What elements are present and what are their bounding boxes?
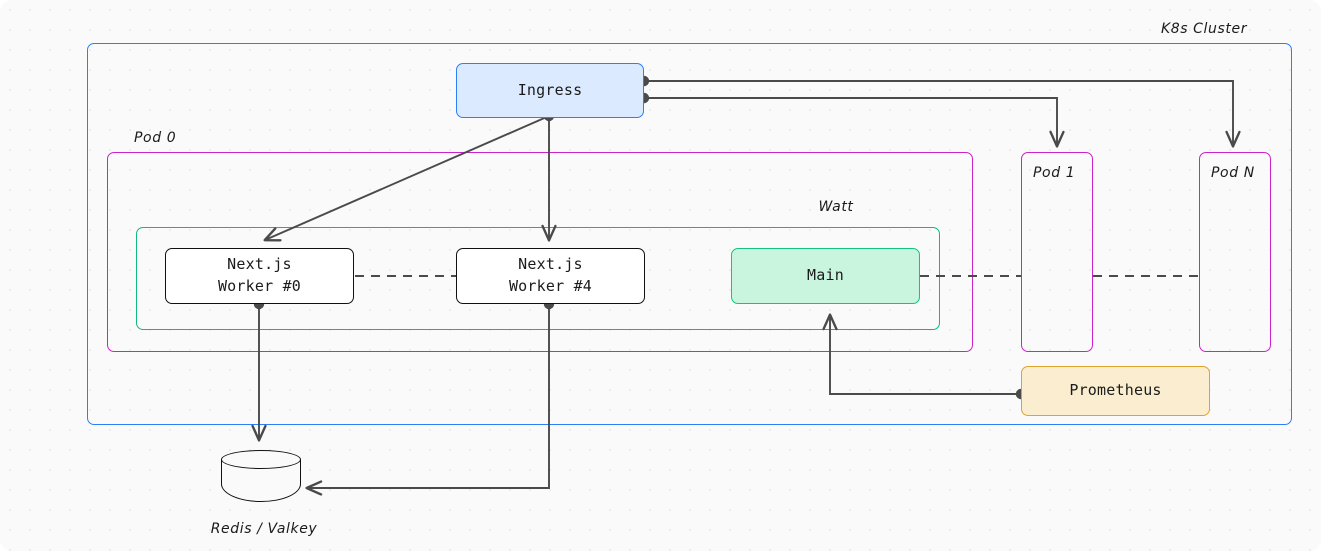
edge-prometheus-to-main xyxy=(830,315,1021,395)
node-prometheus[interactable]: Prometheus xyxy=(1021,366,1210,416)
edge-ingress-to-pod1 xyxy=(644,97,1057,146)
container-pod-1 xyxy=(1021,152,1093,352)
container-k8s-cluster xyxy=(87,43,1292,425)
label-database: Redis / Valkey xyxy=(210,521,318,537)
label-pod-1: Pod 1 xyxy=(1033,165,1076,181)
label-pod-n: Pod N xyxy=(1211,165,1255,181)
edge-worker4-to-database xyxy=(307,304,550,488)
label-k8s-cluster: K8s Cluster xyxy=(1160,21,1248,37)
label-watt: Watt xyxy=(818,199,854,215)
node-nextjs-worker-0[interactable]: Next.js Worker #0 xyxy=(165,248,354,304)
node-main[interactable]: Main xyxy=(731,248,920,304)
node-database[interactable] xyxy=(221,450,301,502)
node-ingress[interactable]: Ingress xyxy=(456,63,644,118)
label-pod-0: Pod 0 xyxy=(134,130,177,146)
container-pod-0 xyxy=(107,152,973,352)
connector-dots xyxy=(253,75,1027,400)
node-nextjs-worker-4[interactable]: Next.js Worker #4 xyxy=(456,248,645,304)
edge-ingress-to-podn xyxy=(644,80,1233,146)
container-watt xyxy=(136,227,940,330)
container-pod-n xyxy=(1199,152,1271,352)
edge-ingress-to-worker0 xyxy=(265,115,550,240)
database-cylinder-top xyxy=(221,450,301,469)
